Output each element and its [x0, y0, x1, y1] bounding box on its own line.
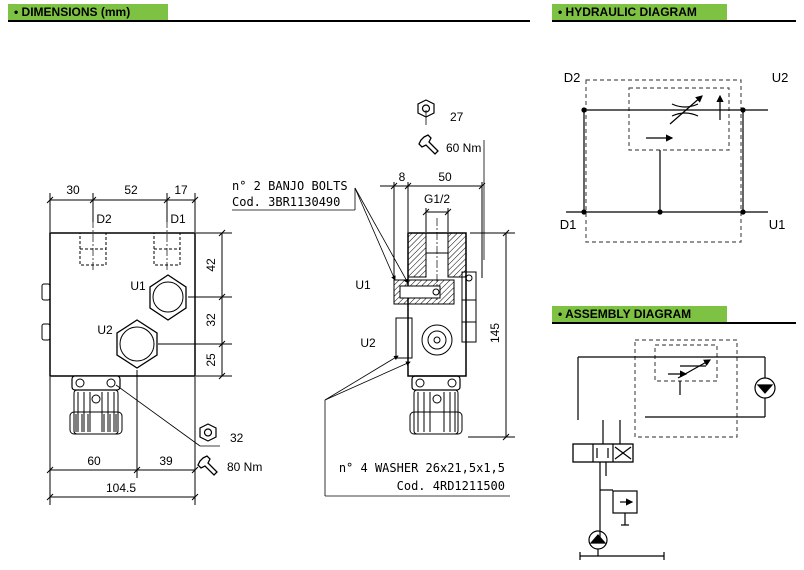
dim-top-30: 30	[66, 183, 80, 197]
hyd-outer-box	[585, 79, 742, 243]
dimensions-header: • DIMENSIONS (mm)	[8, 4, 530, 22]
nut-icon	[199, 423, 217, 442]
wrench-icon	[197, 455, 218, 476]
nut-icon-side	[417, 99, 435, 118]
front-torque: 80 Nm	[227, 460, 262, 474]
dim-side-8: 8	[399, 170, 406, 184]
left-boss-bottom	[41, 323, 51, 341]
side-nut-stack	[461, 271, 477, 343]
port-label-d1: D1	[170, 212, 186, 226]
port-u1-hex	[149, 274, 187, 321]
side-wrench-size: 27	[450, 110, 464, 124]
dim-bottom-39: 39	[159, 454, 173, 468]
front-wrench-size: 32	[230, 431, 244, 445]
assembly-header: • ASSEMBLY DIAGRAM	[552, 306, 796, 324]
knob-collar	[71, 375, 121, 391]
washer-note-line2: Cod. 4RD1211500	[397, 479, 505, 493]
valve-body-front	[49, 232, 196, 377]
side-torque: 60 Nm	[446, 141, 481, 155]
dimensions-title: • DIMENSIONS (mm)	[8, 4, 168, 20]
assembly-diagram	[572, 339, 776, 560]
side-view-ticks	[390, 182, 510, 441]
hyd-label-d1: D1	[560, 217, 577, 232]
side-view	[380, 110, 515, 438]
hydraulic-title: • HYDRAULIC DIAGRAM	[552, 4, 727, 20]
asm-outer-box	[634, 339, 738, 438]
hyd-label-u2: U2	[772, 70, 789, 85]
dim-side-50: 50	[438, 170, 452, 184]
side-label-u1: U1	[355, 278, 371, 292]
assembly-title: • ASSEMBLY DIAGRAM	[552, 306, 727, 322]
dim-top-17: 17	[174, 183, 188, 197]
thread-size: G1/2	[424, 192, 450, 206]
side-label-u2: U2	[360, 336, 376, 350]
note-leaders	[232, 187, 510, 497]
asm-directional-valve	[572, 443, 634, 463]
dim-right-25: 25	[204, 353, 218, 367]
hydraulic-header: • HYDRAULIC DIAGRAM	[552, 4, 796, 22]
hyd-label-u1: U1	[769, 217, 786, 232]
banjo-note-line2: Cod. 3BR1130490	[232, 195, 340, 209]
banjo-note-line1: n° 2 BANJO BOLTS	[232, 179, 348, 193]
dim-top-52: 52	[124, 183, 138, 197]
front-view-ticks	[46, 196, 226, 501]
wrench-icon-side	[418, 134, 439, 155]
hyd-inner-box	[628, 87, 730, 151]
dim-height-145: 145	[488, 323, 502, 343]
hyd-label-d2: D2	[564, 70, 581, 85]
front-view	[41, 193, 232, 505]
left-boss-top	[41, 283, 51, 301]
dim-right-32: 32	[204, 313, 218, 327]
dim-total-104-5: 104.5	[106, 481, 136, 495]
port-label-u1: U1	[130, 279, 146, 293]
hydraulic-diagram	[566, 79, 768, 243]
port-label-d2: D2	[96, 212, 112, 226]
asm-motor-icon	[754, 377, 776, 399]
port-label-u2: U2	[97, 323, 113, 337]
asm-inner-box	[654, 344, 718, 382]
u2-boss	[395, 317, 413, 359]
dim-right-42: 42	[204, 258, 218, 272]
port-u2-hex	[116, 319, 158, 369]
washer-note-line1: n° 4 WASHER 26x21,5x1,5	[339, 461, 505, 475]
dim-bottom-60: 60	[87, 454, 101, 468]
